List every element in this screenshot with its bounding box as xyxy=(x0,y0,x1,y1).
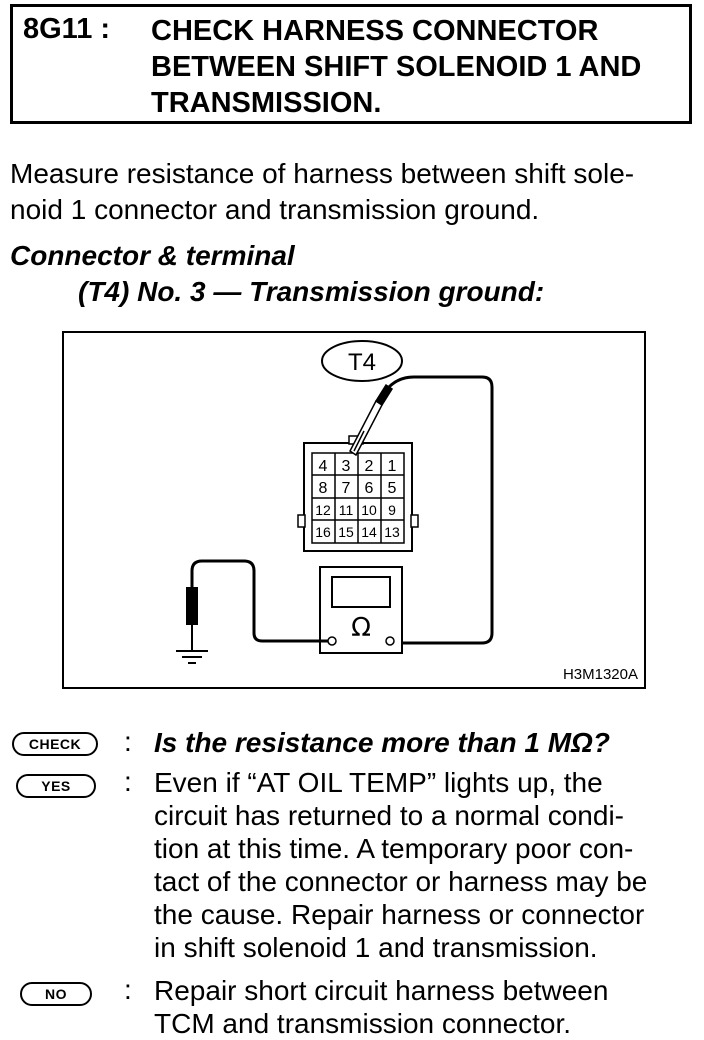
terminal-number: 3 xyxy=(342,458,351,475)
terminal-number: 2 xyxy=(365,458,374,475)
probe-handle xyxy=(374,383,394,407)
terminal-number: 15 xyxy=(338,524,354,540)
terminal-number: 4 xyxy=(319,458,328,475)
step-title-line: BETWEEN SHIFT SOLENOID 1 AND xyxy=(151,51,642,83)
terminal-number: 9 xyxy=(388,502,396,518)
yes-line: the cause. Repair harness or connector xyxy=(154,899,645,930)
terminal-number: 10 xyxy=(361,502,377,518)
yes-badge: YES xyxy=(16,774,96,798)
ground-symbol xyxy=(176,650,208,664)
yes-row: YES : Even if “AT OIL TEMP” lights up, t… xyxy=(0,764,704,969)
terminal-number: 11 xyxy=(339,502,354,518)
terminal-number: 7 xyxy=(342,480,351,497)
connector-terminal-heading: Connector & terminal xyxy=(10,240,295,271)
probe-lead-wire xyxy=(387,375,494,645)
terminal-number: 1 xyxy=(388,458,397,475)
no-colon: : xyxy=(124,974,132,1005)
no-row: NO : Repair short circuit harness betwee… xyxy=(0,972,704,1040)
intro-paragraph: Measure resistance of harness between sh… xyxy=(10,156,692,228)
yes-line: Even if “AT OIL TEMP” lights up, the xyxy=(154,767,603,798)
check-badge: CHECK xyxy=(12,732,98,756)
terminal-number: 6 xyxy=(365,480,374,497)
connector-tab-left xyxy=(297,514,306,528)
connector-tab-right xyxy=(410,514,419,528)
check-colon: : xyxy=(124,726,132,757)
yes-line: circuit has returned to a normal condi- xyxy=(154,800,624,831)
intro-line: noid 1 connector and transmission ground… xyxy=(10,194,540,225)
meter-jack-right xyxy=(385,636,395,646)
terminal-number: 8 xyxy=(319,480,328,497)
no-line: Repair short circuit harness between xyxy=(154,975,609,1006)
terminal-number: 12 xyxy=(315,502,331,518)
terminal-number: 14 xyxy=(361,524,377,540)
yes-line: in shift solenoid 1 and transmission. xyxy=(154,932,598,963)
no-line: TCM and transmission connector. xyxy=(154,1008,572,1039)
no-badge: NO xyxy=(20,982,92,1006)
connector-label-oval xyxy=(321,340,403,382)
check-question: Is the resistance more than 1 MΩ? xyxy=(154,727,610,758)
terminal-spec: (T4) No. 3 — Transmission ground: xyxy=(78,276,545,307)
terminal-number: 13 xyxy=(384,524,400,540)
terminal-number: 16 xyxy=(315,524,331,540)
yes-text: Even if “AT OIL TEMP” lights up, the cir… xyxy=(154,766,694,964)
no-text: Repair short circuit harness between TCM… xyxy=(154,974,694,1040)
step-title-line: TRANSMISSION. xyxy=(151,87,382,119)
step-title-line: CHECK HARNESS CONNECTOR xyxy=(151,15,599,47)
step-header: 8G11 : CHECK HARNESS CONNECTOR BETWEEN S… xyxy=(10,4,692,124)
terminal-number: 5 xyxy=(388,480,397,497)
ohm-symbol: Ω xyxy=(351,613,371,643)
ground-lead-wire xyxy=(190,559,328,643)
figure-code: H3M1320A xyxy=(562,666,638,683)
step-code: 8G11 : xyxy=(23,13,111,45)
wiring-diagram: T4 4 3 2 1 8 7 6 5 12 11 10 9 16 15 xyxy=(176,340,494,664)
yes-colon: : xyxy=(124,766,132,797)
yes-line: tact of the connector or harness may be xyxy=(154,866,648,897)
ohmmeter-display xyxy=(331,576,391,608)
connector-label: T4 xyxy=(348,349,376,376)
meter-jack-left xyxy=(327,636,337,646)
step-title: CHECK HARNESS CONNECTOR BETWEEN SHIFT SO… xyxy=(151,13,686,121)
intro-line: Measure resistance of harness between sh… xyxy=(10,158,635,189)
check-row: CHECK : Is the resistance more than 1 MΩ… xyxy=(0,724,704,764)
yes-line: tion at this time. A temporary poor con- xyxy=(154,833,634,864)
wiring-figure: T4 4 3 2 1 8 7 6 5 12 11 10 9 16 15 xyxy=(62,331,646,689)
ground-probe xyxy=(186,587,198,625)
